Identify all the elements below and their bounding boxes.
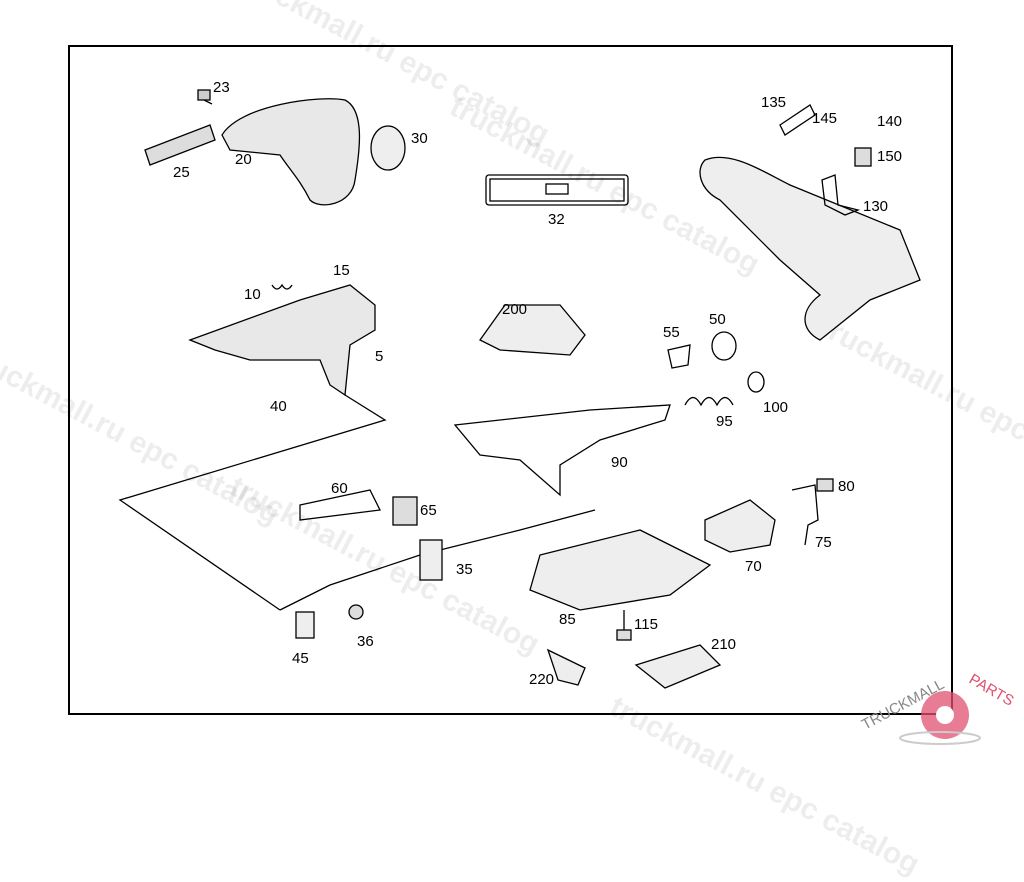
- part-label[interactable]: 75: [815, 534, 832, 551]
- diagram-frame: [68, 45, 953, 715]
- bracket-60: [299, 489, 381, 521]
- part-label[interactable]: 150: [877, 148, 903, 165]
- bolt-80: [816, 478, 834, 492]
- part-label[interactable]: 70: [745, 558, 762, 575]
- clip-36: [348, 604, 364, 620]
- cap-220: [546, 648, 586, 686]
- parts-drawing: [118, 89, 921, 689]
- part-label[interactable]: 25: [173, 164, 190, 181]
- part-label[interactable]: 40: [270, 398, 287, 415]
- part-label[interactable]: 85: [559, 611, 576, 628]
- part-label[interactable]: 10: [244, 286, 261, 303]
- part-label[interactable]: 36: [357, 633, 374, 650]
- part-label[interactable]: 200: [502, 301, 528, 318]
- part-label[interactable]: 80: [838, 478, 855, 495]
- bracket-135: [779, 104, 816, 136]
- part-label[interactable]: 90: [611, 454, 628, 471]
- part-label[interactable]: 5: [375, 348, 384, 365]
- part-label[interactable]: 45: [292, 650, 309, 667]
- clip-45: [295, 611, 315, 639]
- part-label[interactable]: 95: [716, 413, 733, 430]
- part-label[interactable]: 35: [456, 561, 473, 578]
- part-label[interactable]: 210: [711, 636, 737, 653]
- part-label[interactable]: 65: [420, 502, 437, 519]
- clip-55: [667, 344, 691, 369]
- washer-100: [747, 371, 765, 393]
- bolt-115: [616, 610, 632, 641]
- part-label[interactable]: 55: [663, 324, 680, 341]
- truckmall-parts-logo: TRUCKMALL PARTS: [860, 671, 1017, 745]
- module-70: [704, 499, 776, 553]
- cap-30: [370, 125, 406, 171]
- part-label[interactable]: 140: [877, 113, 903, 130]
- column-tube: [699, 156, 921, 341]
- nut-150: [854, 147, 872, 167]
- part-label[interactable]: 30: [411, 130, 428, 147]
- plate-90: [453, 404, 671, 497]
- part-label[interactable]: 220: [529, 671, 555, 688]
- ring-50: [711, 331, 737, 361]
- clip-65: [392, 496, 418, 526]
- part-label[interactable]: 20: [235, 151, 252, 168]
- cover-210: [634, 644, 722, 689]
- part-label[interactable]: 135: [761, 94, 787, 111]
- sticker-32: [485, 174, 629, 206]
- part-label[interactable]: 60: [331, 480, 348, 497]
- bracket-5: [188, 284, 376, 397]
- part-label[interactable]: 50: [709, 311, 726, 328]
- part-label[interactable]: 100: [763, 399, 789, 416]
- part-label[interactable]: 23: [213, 79, 230, 96]
- part-label[interactable]: 130: [863, 198, 889, 215]
- grip-25: [144, 124, 216, 166]
- bracket-130: [821, 174, 861, 216]
- spring-95: [684, 396, 734, 407]
- tray-85: [529, 529, 712, 611]
- screw-23: [197, 89, 213, 105]
- part-label[interactable]: 145: [812, 110, 838, 127]
- part-label[interactable]: 32: [548, 211, 565, 228]
- part-label[interactable]: 115: [634, 616, 658, 633]
- cable-35: [279, 509, 596, 611]
- spring-10: [271, 283, 293, 290]
- svg-text:PARTS: PARTS: [966, 671, 1017, 710]
- bracket-200: [479, 304, 586, 356]
- part-label[interactable]: 15: [333, 262, 350, 279]
- handle-cover-20: [221, 98, 361, 206]
- bracket-75: [791, 484, 819, 546]
- reference-line: [118, 394, 387, 611]
